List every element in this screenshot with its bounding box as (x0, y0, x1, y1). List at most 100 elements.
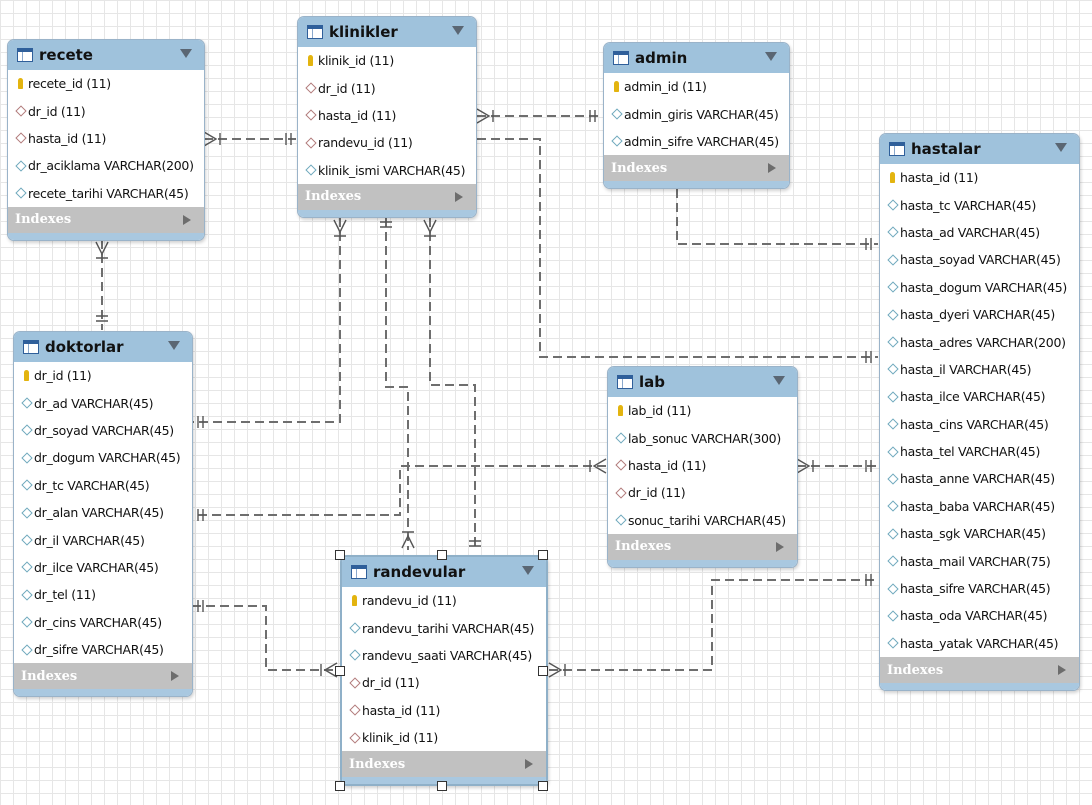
column-row[interactable]: klinik_ismi VARCHAR(45) (298, 157, 476, 184)
table-header[interactable]: doktorlar (14, 332, 192, 362)
column-name: dr_aciklama VARCHAR(200) (28, 158, 194, 174)
column-row[interactable]: hasta_id (11) (298, 102, 476, 129)
column-row[interactable]: hasta_dogum VARCHAR(45) (880, 274, 1079, 301)
column-row[interactable]: dr_tel (11) (14, 581, 192, 608)
column-row[interactable]: lab_id (11) (608, 397, 797, 424)
column-row[interactable]: dr_soyad VARCHAR(45) (14, 417, 192, 444)
table-admin[interactable]: admin admin_id (11)admin_giris VARCHAR(4… (603, 42, 790, 190)
column-row[interactable]: hasta_id (11) (880, 164, 1079, 191)
column-row[interactable]: dr_cins VARCHAR(45) (14, 609, 192, 636)
column-row[interactable]: hasta_ad VARCHAR(45) (880, 219, 1079, 246)
table-doktorlar[interactable]: doktorlar dr_id (11)dr_ad VARCHAR(45)dr_… (13, 331, 193, 698)
chevron-down-icon[interactable] (180, 49, 192, 58)
column-row[interactable]: admin_id (11) (604, 73, 789, 100)
column-row[interactable]: admin_sifre VARCHAR(45) (604, 128, 789, 155)
chevron-down-icon[interactable] (765, 52, 777, 61)
column-row[interactable]: hasta_tel VARCHAR(45) (880, 438, 1079, 465)
foreign-key-diamond-icon (614, 487, 627, 499)
column-row[interactable]: hasta_id (11) (342, 697, 546, 724)
column-row[interactable]: dr_ad VARCHAR(45) (14, 389, 192, 416)
indexes-section[interactable]: Indexes (342, 751, 546, 778)
table-hastalar[interactable]: hastalar hasta_id (11)hasta_tc VARCHAR(4… (879, 133, 1080, 692)
table-lab[interactable]: lab lab_id (11)lab_sonuc VARCHAR(300)has… (607, 366, 798, 568)
column-row[interactable]: klinik_id (11) (342, 724, 546, 751)
column-row[interactable]: dr_alan VARCHAR(45) (14, 499, 192, 526)
table-header[interactable]: hastalar (880, 134, 1079, 164)
resize-handle-middle-left[interactable] (335, 666, 345, 676)
primary-key-icon (15, 78, 26, 90)
column-row[interactable]: hasta_il VARCHAR(45) (880, 356, 1079, 383)
column-row[interactable]: dr_sifre VARCHAR(45) (14, 636, 192, 663)
column-row[interactable]: randevu_id (11) (342, 587, 546, 614)
table-klinikler[interactable]: klinikler klinik_id (11)dr_id (11)hasta_… (297, 16, 477, 218)
column-row[interactable]: hasta_baba VARCHAR(45) (880, 493, 1079, 520)
column-row[interactable]: hasta_dyeri VARCHAR(45) (880, 301, 1079, 328)
indexes-section[interactable]: Indexes (14, 663, 192, 690)
column-row[interactable]: sonuc_tarihi VARCHAR(45) (608, 507, 797, 534)
column-row[interactable]: klinik_id (11) (298, 47, 476, 74)
column-row[interactable]: hasta_id (11) (8, 125, 204, 152)
indexes-section[interactable]: Indexes (880, 657, 1079, 684)
column-row[interactable]: randevu_id (11) (298, 129, 476, 156)
column-row[interactable]: randevu_saati VARCHAR(45) (342, 642, 546, 669)
chevron-down-icon[interactable] (773, 376, 785, 385)
resize-handle-top-middle[interactable] (437, 550, 447, 560)
column-row[interactable]: hasta_oda VARCHAR(45) (880, 602, 1079, 629)
column-row[interactable]: hasta_soyad VARCHAR(45) (880, 246, 1079, 273)
expand-triangle-icon[interactable] (171, 671, 179, 682)
column-row[interactable]: dr_id (11) (14, 362, 192, 389)
table-header[interactable]: recete (8, 40, 204, 70)
column-row[interactable]: hasta_sifre VARCHAR(45) (880, 575, 1079, 602)
resize-handle-bottom-left[interactable] (335, 781, 345, 791)
column-name: dr_id (11) (362, 675, 420, 691)
column-row[interactable]: dr_id (11) (342, 669, 546, 696)
chevron-down-icon[interactable] (168, 341, 180, 350)
indexes-section[interactable]: Indexes (604, 155, 789, 182)
column-row[interactable]: hasta_adres VARCHAR(200) (880, 328, 1079, 355)
table-header[interactable]: randevular (342, 557, 546, 587)
table-header[interactable]: lab (608, 367, 797, 397)
column-row[interactable]: admin_giris VARCHAR(45) (604, 100, 789, 127)
resize-handle-top-right[interactable] (538, 550, 548, 560)
indexes-section[interactable]: Indexes (8, 206, 204, 233)
indexes-section[interactable]: Indexes (608, 533, 797, 560)
chevron-down-icon[interactable] (522, 566, 534, 575)
column-row[interactable]: hasta_sgk VARCHAR(45) (880, 520, 1079, 547)
column-row[interactable]: dr_id (11) (298, 74, 476, 101)
indexes-section[interactable]: Indexes (298, 183, 476, 210)
column-row[interactable]: recete_id (11) (8, 70, 204, 97)
chevron-down-icon[interactable] (452, 26, 464, 35)
resize-handle-top-left[interactable] (335, 550, 345, 560)
column-row[interactable]: lab_sonuc VARCHAR(300) (608, 424, 797, 451)
resize-handle-bottom-right[interactable] (538, 781, 548, 791)
chevron-down-icon[interactable] (1055, 143, 1067, 152)
column-row[interactable]: hasta_mail VARCHAR(75) (880, 547, 1079, 574)
column-row[interactable]: dr_tc VARCHAR(45) (14, 472, 192, 499)
column-row[interactable]: dr_dogum VARCHAR(45) (14, 444, 192, 471)
column-row[interactable]: dr_id (11) (608, 479, 797, 506)
expand-triangle-icon[interactable] (183, 214, 191, 225)
column-row[interactable]: hasta_id (11) (608, 452, 797, 479)
column-row[interactable]: hasta_cins VARCHAR(45) (880, 411, 1079, 438)
column-row[interactable]: dr_il VARCHAR(45) (14, 526, 192, 553)
expand-triangle-icon[interactable] (768, 163, 776, 174)
column-row[interactable]: hasta_anne VARCHAR(45) (880, 465, 1079, 492)
table-header[interactable]: klinikler (298, 17, 476, 47)
expand-triangle-icon[interactable] (525, 759, 533, 770)
column-row[interactable]: hasta_yatak VARCHAR(45) (880, 630, 1079, 657)
expand-triangle-icon[interactable] (1058, 665, 1066, 676)
table-header[interactable]: admin (604, 43, 789, 73)
expand-triangle-icon[interactable] (776, 541, 784, 552)
column-row[interactable]: dr_aciklama VARCHAR(200) (8, 152, 204, 179)
column-row[interactable]: randevu_tarihi VARCHAR(45) (342, 614, 546, 641)
expand-triangle-icon[interactable] (455, 191, 463, 202)
column-row[interactable]: hasta_ilce VARCHAR(45) (880, 383, 1079, 410)
resize-handle-bottom-middle[interactable] (437, 781, 447, 791)
column-row[interactable]: recete_tarihi VARCHAR(45) (8, 180, 204, 207)
table-recete[interactable]: recete recete_id (11)dr_id (11)hasta_id … (7, 39, 205, 241)
column-row[interactable]: hasta_tc VARCHAR(45) (880, 191, 1079, 218)
column-row[interactable]: dr_id (11) (8, 97, 204, 124)
resize-handle-middle-right[interactable] (538, 666, 548, 676)
table-randevular[interactable]: randevular randevu_id (11)randevu_tarihi… (340, 555, 548, 787)
column-row[interactable]: dr_ilce VARCHAR(45) (14, 554, 192, 581)
